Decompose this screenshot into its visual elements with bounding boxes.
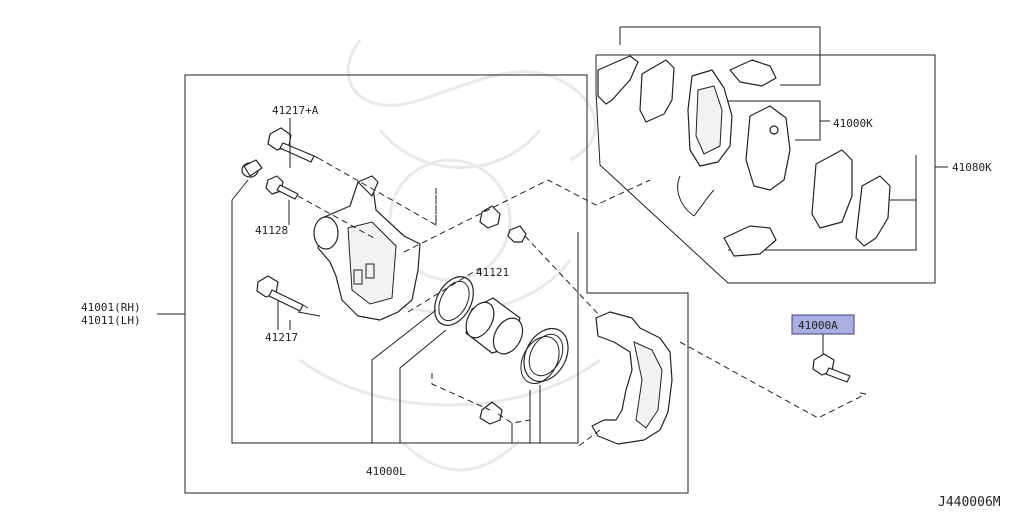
pad-clip-lower-part	[723, 225, 777, 257]
caliper-group-frame	[184, 74, 689, 494]
label-seal-kit: 41000L	[366, 465, 406, 478]
shim-inner-part	[639, 59, 675, 123]
diagram-code: J440006M	[938, 495, 1001, 510]
wear-indicator-part	[677, 175, 715, 217]
pad-clip-side-part	[855, 175, 891, 247]
assembly-lines	[297, 157, 867, 449]
label-pad-set: 41080K	[952, 161, 992, 174]
brake-pad-outer-part	[687, 69, 733, 167]
label-bleeder-screw: 41128	[255, 224, 288, 237]
label-guide-pin: 41217	[265, 331, 298, 344]
shim-outer-part	[597, 55, 639, 105]
brake-pad-inner-part	[745, 105, 791, 191]
pin-boot-lower-part	[479, 401, 503, 425]
pin-boot-upper-part	[479, 205, 527, 243]
label-mounting-bolt[interactable]: 41000A	[798, 319, 838, 332]
pad-set-leader	[728, 45, 948, 251]
label-piston-seal-kit: 41121	[476, 266, 509, 279]
guide-pin-a-part	[267, 127, 319, 168]
mounting-bolt-part	[812, 353, 851, 383]
pad-set-bracket	[595, 54, 936, 284]
leader-lines	[231, 118, 579, 444]
label-caliper-rh: 41001(RH)	[81, 301, 141, 314]
label-guide-pin-a: 41217+A	[272, 104, 319, 117]
pad-clip-upper-part	[729, 59, 777, 87]
pad-set-frame	[619, 26, 821, 45]
bleeder-screw-part	[241, 159, 299, 200]
piston-boot-part	[520, 327, 569, 384]
pad-kit-bracket	[727, 100, 830, 141]
guide-pin-part	[256, 275, 309, 312]
anti-squeal-shim-part	[811, 149, 853, 229]
highlighted-part-tag[interactable]: 41000A	[791, 314, 855, 335]
piston-part	[465, 297, 524, 355]
caliper-body-part	[313, 175, 421, 321]
caliper-support-part	[591, 311, 673, 445]
piston-seal-part	[434, 276, 474, 326]
label-pad-kit: 41000K	[833, 117, 873, 130]
label-caliper-lh: 41011(LH)	[81, 314, 141, 327]
